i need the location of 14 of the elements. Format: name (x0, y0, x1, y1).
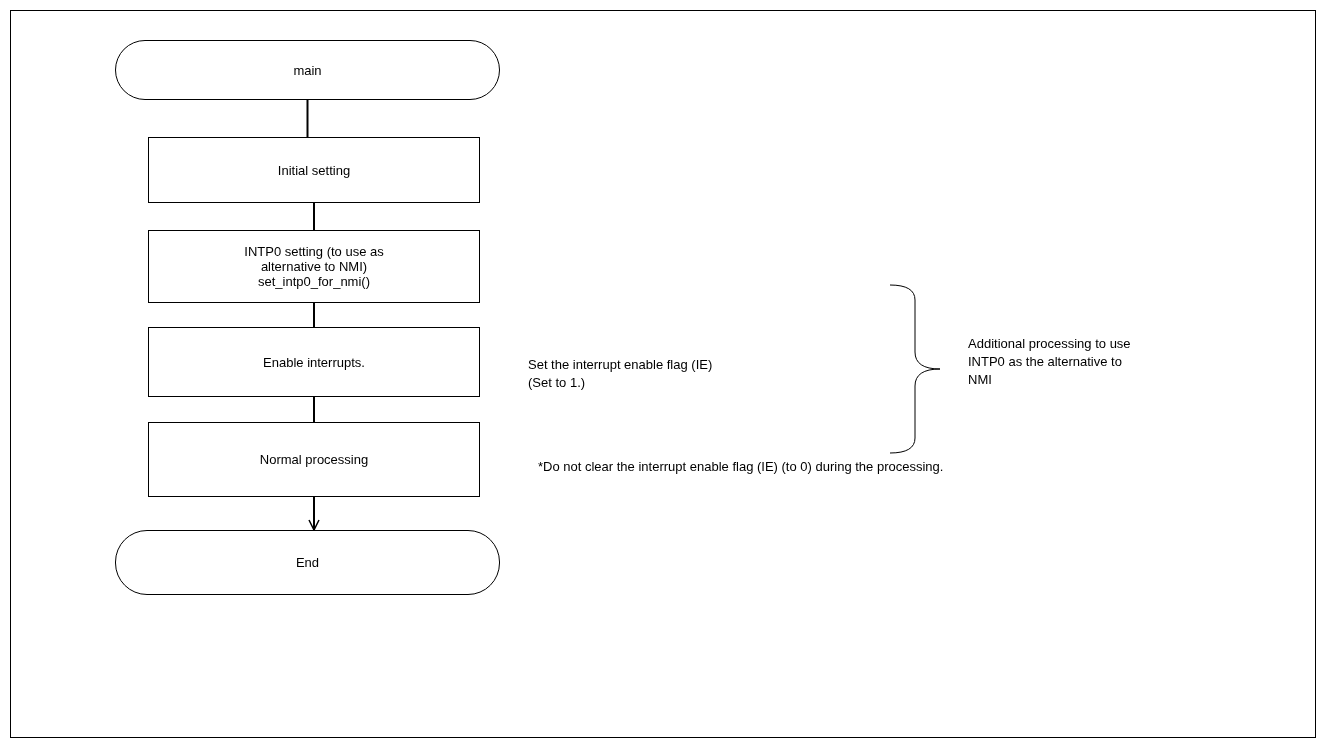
subroutine-box: INTP0 setting (to use as alternative to NMI) set_intp0_for_nmi() (148, 230, 480, 303)
process-box: Enable interrupts. (148, 327, 480, 397)
footnote: *Do not clear the interrupt enable flag (IE) (to 0) during the processing. (538, 458, 945, 476)
process-box: Initial setting (148, 137, 480, 203)
connector-line (313, 302, 315, 328)
brace-note: Additional processing to use INTP0 as the alternative to NMI (968, 335, 1132, 390)
side-note: Set the interrupt enable flag (IE) (Set to 1.) (528, 356, 714, 393)
connector-line (313, 396, 315, 423)
connector-line (306, 99, 309, 138)
terminal-shape: main (115, 40, 500, 100)
terminal-shape: End (115, 530, 500, 595)
connector-line (313, 202, 315, 231)
process-box: Normal processing (148, 422, 480, 497)
arrow (308, 496, 320, 531)
